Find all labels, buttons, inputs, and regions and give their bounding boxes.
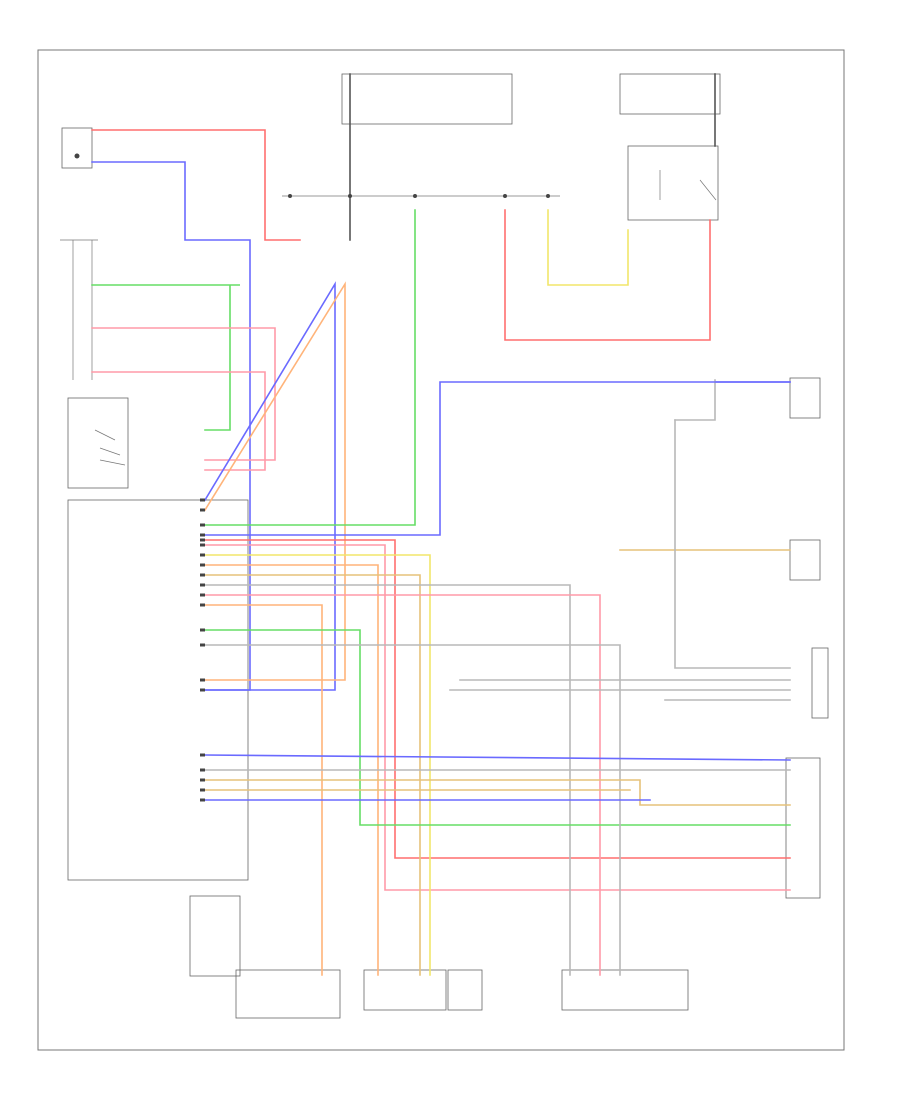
blower-switch-box xyxy=(67,397,129,489)
module-pin-5 xyxy=(200,538,205,542)
module-pin-2 xyxy=(200,508,205,512)
splice-1 xyxy=(288,194,292,198)
top-left-component-terminal xyxy=(74,153,80,159)
relay-contacts xyxy=(659,170,717,201)
wire-layer xyxy=(91,73,791,976)
pin-layer xyxy=(200,194,550,802)
module-pin-12 xyxy=(200,603,205,607)
wire-green-3 xyxy=(91,284,240,431)
wire-orange-7 xyxy=(203,281,346,681)
module-pin-19 xyxy=(200,778,205,782)
module-pin-3 xyxy=(200,523,205,527)
fuse-block-right xyxy=(619,73,721,115)
module-pin-21 xyxy=(200,798,205,802)
wire-blue-6 xyxy=(203,281,336,691)
module-pin-16 xyxy=(200,678,205,682)
wire-gray-15 xyxy=(204,584,571,976)
wire-red-10 xyxy=(204,539,791,859)
bottom-left-relay xyxy=(189,895,241,977)
wire-gray-19 xyxy=(204,644,621,976)
wire-blue-25 xyxy=(204,754,791,761)
wire-pink-11 xyxy=(204,544,791,891)
splice-4 xyxy=(503,194,507,198)
module-pin-20 xyxy=(200,788,205,792)
wire-blue-2 xyxy=(91,161,251,691)
blower-switch-contacts xyxy=(94,429,126,466)
module-pin-7 xyxy=(200,553,205,557)
wire-yellow-12 xyxy=(204,554,431,976)
wire-green-8 xyxy=(204,209,416,526)
relay-box-right xyxy=(627,145,719,221)
diagram-frame xyxy=(37,49,845,1051)
wire-yellow-31 xyxy=(547,209,629,286)
module-pin-17 xyxy=(200,753,205,757)
fuse-junction-box xyxy=(341,73,513,125)
wire-red-1 xyxy=(91,129,301,241)
wire-green-18 xyxy=(204,629,791,826)
splice-3 xyxy=(413,194,417,198)
module-pin-6 xyxy=(200,543,205,547)
module-pin-10 xyxy=(200,583,205,587)
wire-pink-16 xyxy=(204,594,601,976)
wire-orange-17 xyxy=(204,604,323,976)
module-pin-8 xyxy=(200,563,205,567)
module-pin-18 xyxy=(200,768,205,772)
right-connector xyxy=(811,647,829,719)
wire-tan-27 xyxy=(204,779,791,806)
ambient-temp-sensor xyxy=(789,377,821,419)
a-c-pressure-switch xyxy=(235,969,341,1019)
module-pin-11 xyxy=(200,593,205,597)
top-left-component xyxy=(61,127,93,169)
temp-actuator-driver xyxy=(363,969,447,1011)
intake-actuator xyxy=(561,969,689,1011)
mode-actuator xyxy=(785,757,821,899)
evaporator-sensor xyxy=(789,539,821,581)
wire-red-30 xyxy=(504,209,711,341)
splice-5 xyxy=(546,194,550,198)
module-pin-4 xyxy=(200,533,205,537)
module-pin-14 xyxy=(200,643,205,647)
wire-tan-14 xyxy=(204,574,421,976)
module-pin-9 xyxy=(200,573,205,577)
wire-blue-9 xyxy=(204,381,791,536)
splice-2 xyxy=(348,194,352,198)
wire-orange-13 xyxy=(204,564,379,976)
module-pin-15 xyxy=(200,688,205,692)
wire-pink-5 xyxy=(91,371,266,471)
wire-gray-21 xyxy=(674,419,791,669)
wire-pink-4 xyxy=(91,327,276,461)
module-pin-13 xyxy=(200,628,205,632)
module-pin-1 xyxy=(200,498,205,502)
temp-actuator-passenger xyxy=(447,969,483,1011)
wire-gray-34 xyxy=(674,379,716,421)
